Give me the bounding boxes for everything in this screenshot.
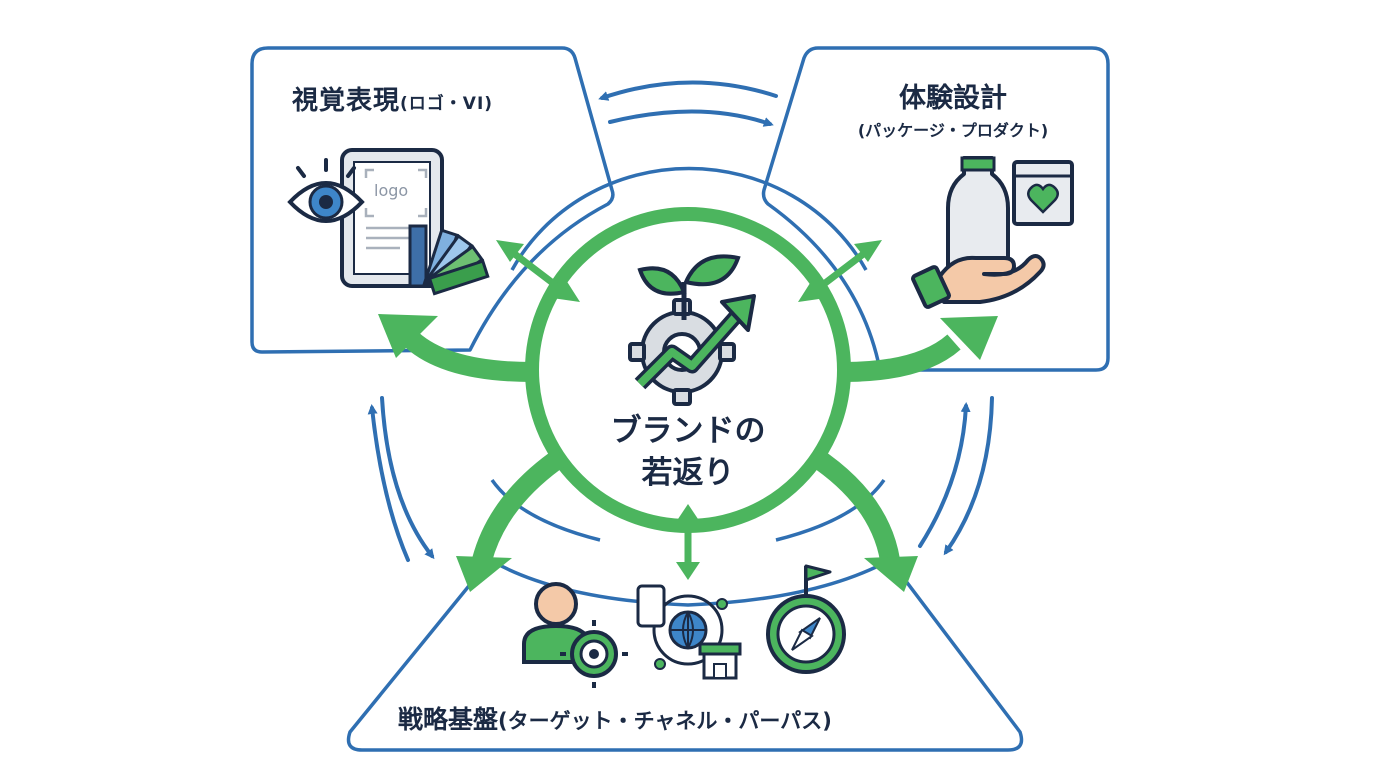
experience-panel-subtitle: (パッケージ・プロダクト) [857,121,1049,140]
tablet-logo-text: logo [374,181,409,200]
green-arrow-heads [378,314,998,592]
visual-subtitle: (ロゴ・VI) [400,94,494,114]
strategy-title-text: 戦略基盤 [398,705,499,734]
blue-exchange-arrows [367,80,994,562]
target-person-icon [522,582,628,688]
visual-panel-title: 視覚表現(ロゴ・VI) [292,80,493,117]
omnichannel-network-icon [636,584,742,680]
green-flow-arrows [405,332,961,563]
strategy-subtitle: (ターゲット・チャネル・パーパス) [498,709,832,733]
center-label-line2: 若返り [641,455,735,491]
strategy-panel-title: 戦略基盤(ターゲット・チャネル・パーパス) [398,700,832,736]
color-swatch-icon [408,224,490,296]
green-double-arrows [496,240,882,580]
heart-box-icon [1012,160,1074,226]
experience-panel-title: 体験設計 [899,83,1007,114]
center-label-line1: ブランドの [610,413,766,449]
blue-outer-ring [490,166,886,542]
compass-flag-icon [766,564,846,674]
sprout-gear-growth-icon [628,254,756,406]
hand-icon [911,254,1046,309]
eye-icon [287,158,365,223]
visual-title-text: 視覚表現 [292,86,401,116]
strategy-panel [346,558,1024,752]
center-label: ブランドの 若返り [588,410,788,494]
tablet-icon [340,148,444,288]
